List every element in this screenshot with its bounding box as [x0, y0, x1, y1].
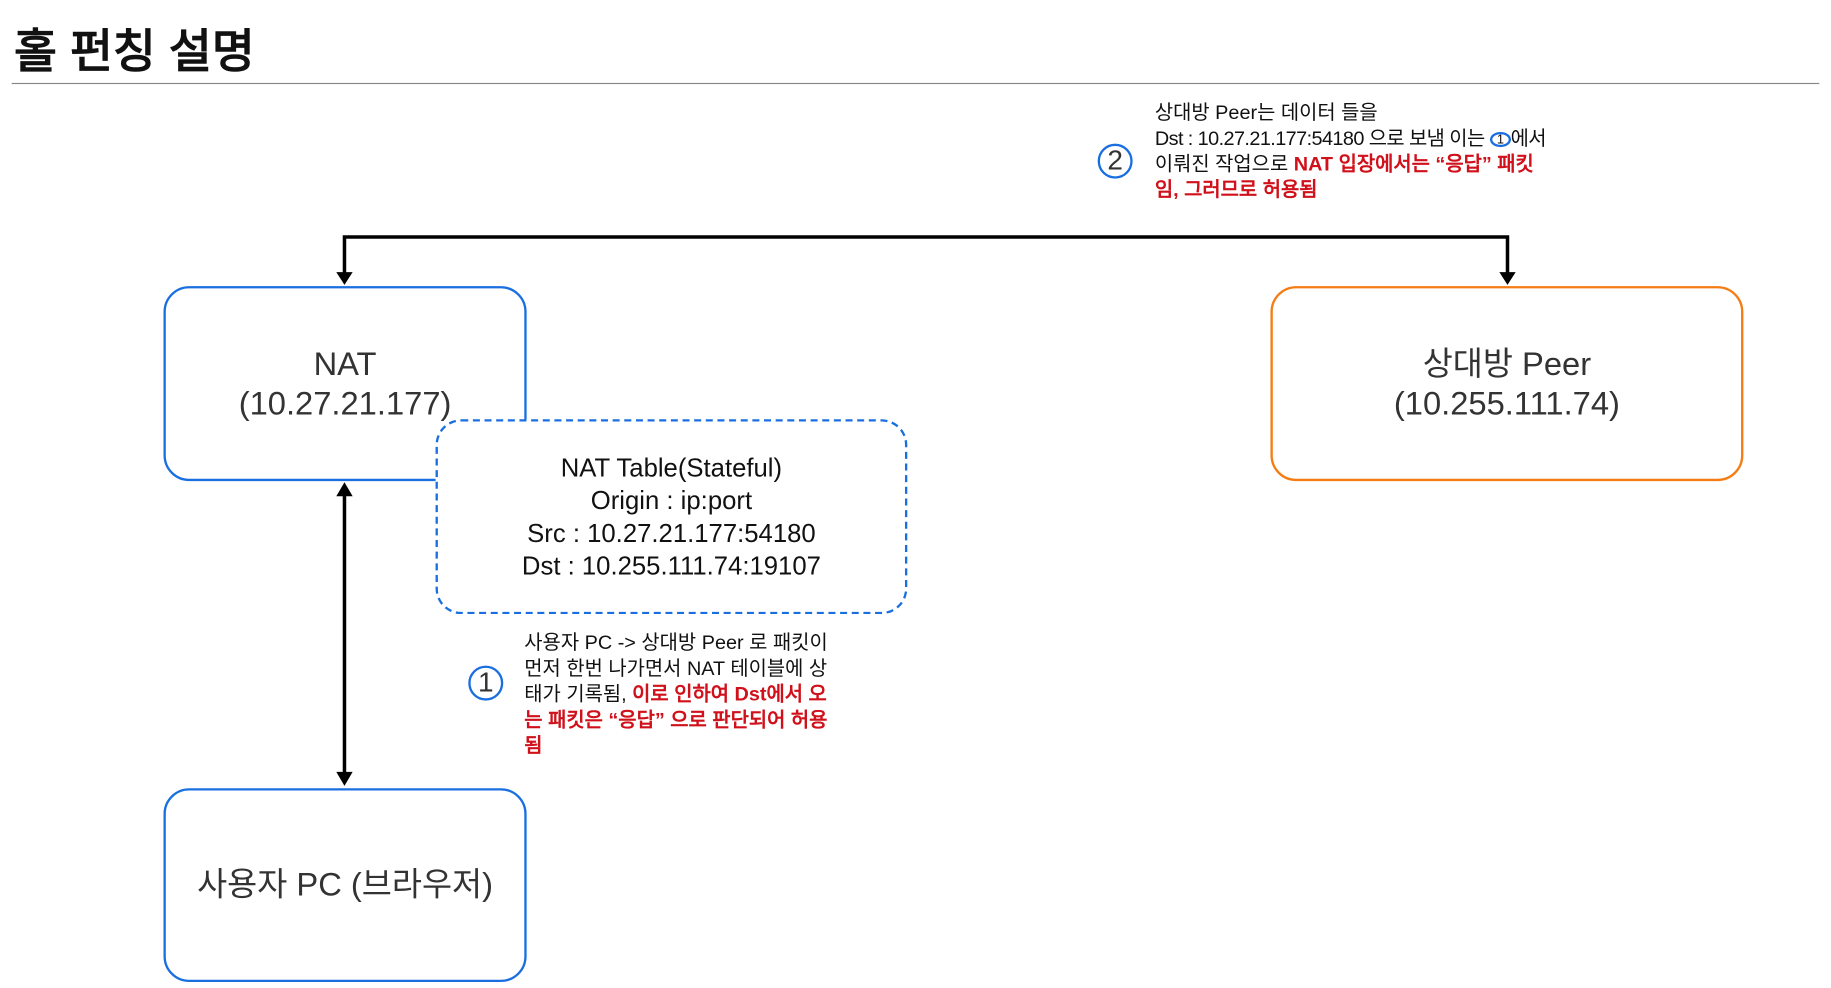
step-2-badge: 2: [1097, 143, 1133, 179]
note2-line: 이뤄진 작업으로 NAT 입장에서는 “응답” 패킷: [1155, 152, 1599, 178]
arrow-to-nat: [336, 272, 353, 285]
note1-text: 태가 기록됨,: [524, 683, 633, 706]
note1-highlight: 이로 인하여 Dst에서 오: [632, 683, 827, 706]
peer-label: 상대방 Peer: [1422, 345, 1592, 382]
note2-text: 이뤄진 작업으로: [1154, 152, 1294, 176]
note1-line: 먼저 한번 나가면서 NAT 테이블에 상: [524, 657, 828, 680]
note2-text: 에서: [1510, 127, 1547, 150]
note1-line: 태가 기록됨, 이로 인하여 Dst에서 오: [524, 682, 874, 708]
nat-table: NAT Table(Stateful) Origin : ip:port Src…: [435, 419, 908, 615]
page-title: 홀 펀칭 설명: [14, 26, 255, 79]
note2-highlight: NAT 입장에서는 “응답” 패킷: [1293, 152, 1534, 176]
nat-table-origin: Origin : ip:port: [590, 485, 753, 515]
nat-label: NAT: [313, 345, 377, 382]
step-1-badge: 1: [468, 665, 504, 701]
note2-text: Dst : 10.27.21.177:54180 으로 보냄 이는: [1154, 127, 1490, 150]
title-divider: [11, 82, 1820, 85]
step-1-reference-badge: 1: [1489, 131, 1511, 148]
note1-line: 사용자 PC -> 상대방 Peer 로 패킷이: [524, 631, 828, 654]
peer-to-nat-connector: [342, 235, 1510, 276]
peer-node: 상대방 Peer (10.255.111.74): [1270, 286, 1744, 482]
nat-ip: (10.27.21.177): [238, 384, 452, 421]
note2-highlight: 임, 그러므로 허용됨: [1154, 178, 1318, 201]
note1-highlight: 는 패킷은 “응답” 으로 판단되어 허용: [524, 708, 828, 731]
step-2-note: 상대방 Peer는 데이터 들을 Dst : 10.27.21.177:5418…: [1155, 100, 1599, 203]
arrow-up-to-nat: [336, 482, 353, 497]
note2-line: 상대방 Peer는 데이터 들을: [1154, 101, 1378, 124]
nat-table-dst: Dst : 10.255.111.74:19107: [521, 550, 821, 580]
nat-table-title: NAT Table(Stateful): [560, 452, 783, 482]
arrow-down-to-pc: [336, 771, 353, 786]
user-pc-node: 사용자 PC (브라우저): [163, 788, 527, 983]
step-1-note: 사용자 PC -> 상대방 Peer 로 패킷이 먼저 한번 나가면서 NAT …: [524, 631, 874, 759]
nat-table-src: Src : 10.27.21.177:54180: [527, 517, 816, 548]
peer-ip: (10.255.111.74): [1393, 384, 1620, 421]
user-pc-label: 사용자 PC (브라우저): [197, 866, 494, 903]
note1-highlight: 됨: [524, 734, 543, 757]
arrow-to-peer: [1499, 272, 1516, 285]
